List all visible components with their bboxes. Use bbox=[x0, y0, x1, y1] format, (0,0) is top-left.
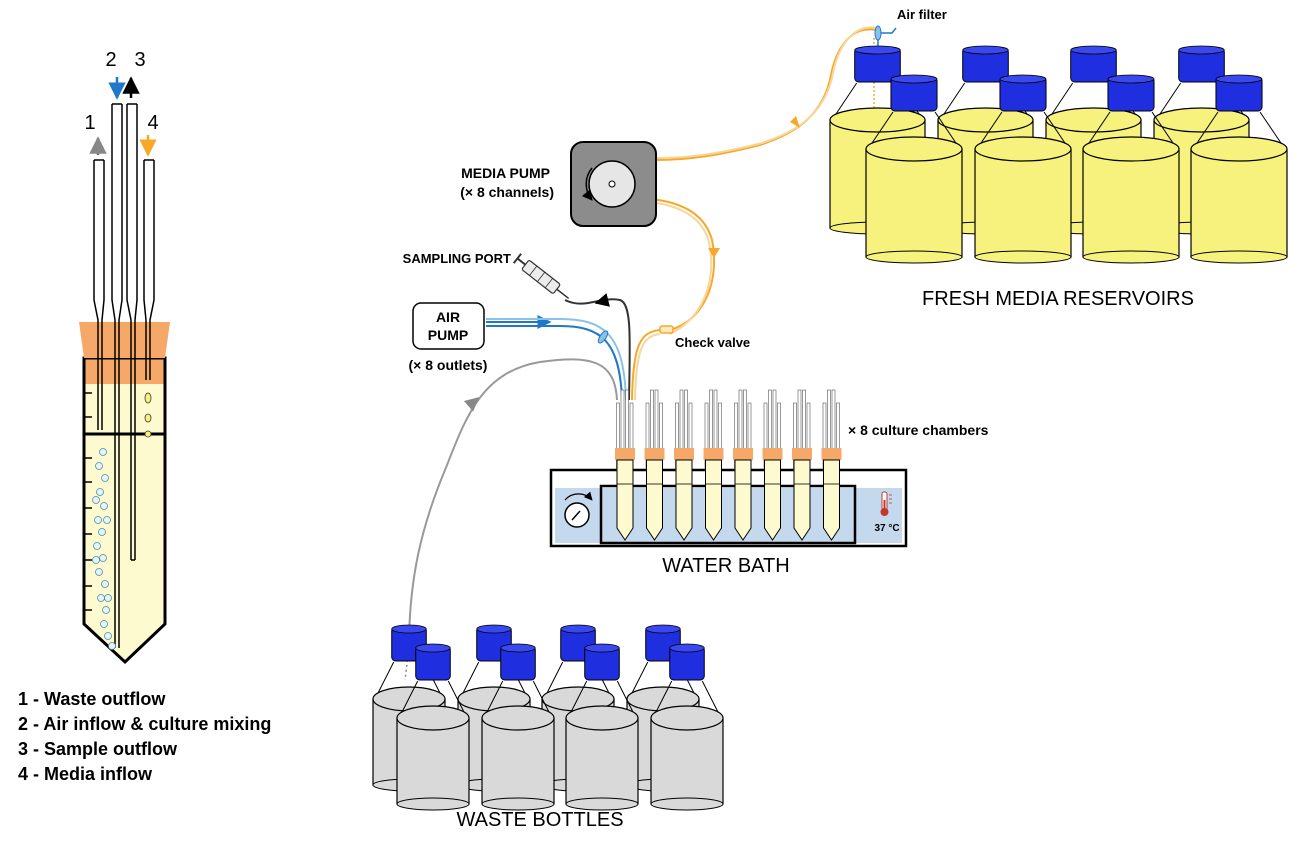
bottle bbox=[565, 643, 639, 811]
fresh-media-reservoirs bbox=[829, 45, 1288, 264]
bottle bbox=[1082, 74, 1180, 264]
legend-item-sample: 3 - Sample outflow bbox=[18, 739, 178, 759]
culture-chambers bbox=[615, 389, 842, 541]
media-pump-channels: (× 8 channels) bbox=[460, 184, 554, 200]
tube-number-3: 3 bbox=[134, 49, 145, 71]
fresh-media-label: FRESH MEDIA RESERVOIRS bbox=[922, 288, 1194, 310]
legend-item-media: 4 - Media inflow bbox=[18, 764, 153, 784]
culture-chamber bbox=[615, 389, 635, 541]
bottle bbox=[974, 74, 1072, 264]
thermometer-icon bbox=[880, 491, 892, 516]
culture-chamber bbox=[821, 389, 842, 541]
media-pump bbox=[570, 141, 657, 227]
water-bath bbox=[549, 468, 908, 548]
culture-chamber bbox=[792, 389, 812, 541]
graduation-marks bbox=[84, 392, 92, 611]
tubing bbox=[404, 26, 879, 681]
air-line-filter bbox=[597, 330, 609, 344]
air-pump bbox=[412, 302, 485, 350]
air-pump-outlets: (× 8 outlets) bbox=[409, 357, 488, 373]
bottle bbox=[396, 643, 470, 811]
water-bath-label: WATER BATH bbox=[662, 555, 789, 577]
waste-bottles bbox=[372, 624, 724, 811]
tube-number-4: 4 bbox=[147, 112, 158, 134]
bottle bbox=[865, 74, 963, 264]
culture-chamber bbox=[703, 389, 724, 541]
bottle bbox=[1190, 74, 1288, 264]
tube-legend: 1 - Waste outflow 2 - Air inflow & cultu… bbox=[18, 689, 271, 784]
check-valve-label: Check valve bbox=[675, 335, 750, 350]
air-pump-label-1: AIR bbox=[436, 309, 460, 325]
air-filter-label: Air filter bbox=[897, 7, 947, 22]
air-bubbles bbox=[92, 448, 116, 650]
media-droplets bbox=[144, 392, 152, 438]
bottle bbox=[650, 643, 724, 811]
culture-chamber bbox=[733, 389, 753, 541]
culture-chamber bbox=[644, 389, 665, 541]
culture-chambers-label: × 8 culture chambers bbox=[848, 422, 989, 438]
check-valve bbox=[659, 325, 674, 334]
culture-chamber bbox=[674, 389, 694, 541]
media-pump-label: MEDIA PUMP bbox=[461, 165, 550, 181]
legend-item-waste: 1 - Waste outflow bbox=[18, 689, 166, 709]
syringe-icon bbox=[512, 253, 570, 300]
tube-number-1: 1 bbox=[84, 112, 95, 134]
temperature-label: 37 °C bbox=[874, 523, 899, 534]
air-pump-label-2: PUMP bbox=[428, 327, 468, 343]
culture-tube-detail: 1 2 3 4 bbox=[79, 49, 170, 665]
sampling-port-label: SAMPLING PORT bbox=[403, 251, 511, 266]
waste-bottles-label: WASTE BOTTLES bbox=[456, 809, 623, 831]
tube-number-2: 2 bbox=[105, 49, 116, 71]
culture-chamber bbox=[762, 389, 783, 541]
media-flow-arrows bbox=[708, 116, 800, 258]
bottle bbox=[481, 643, 555, 811]
legend-item-air: 2 - Air inflow & culture mixing bbox=[18, 714, 271, 734]
